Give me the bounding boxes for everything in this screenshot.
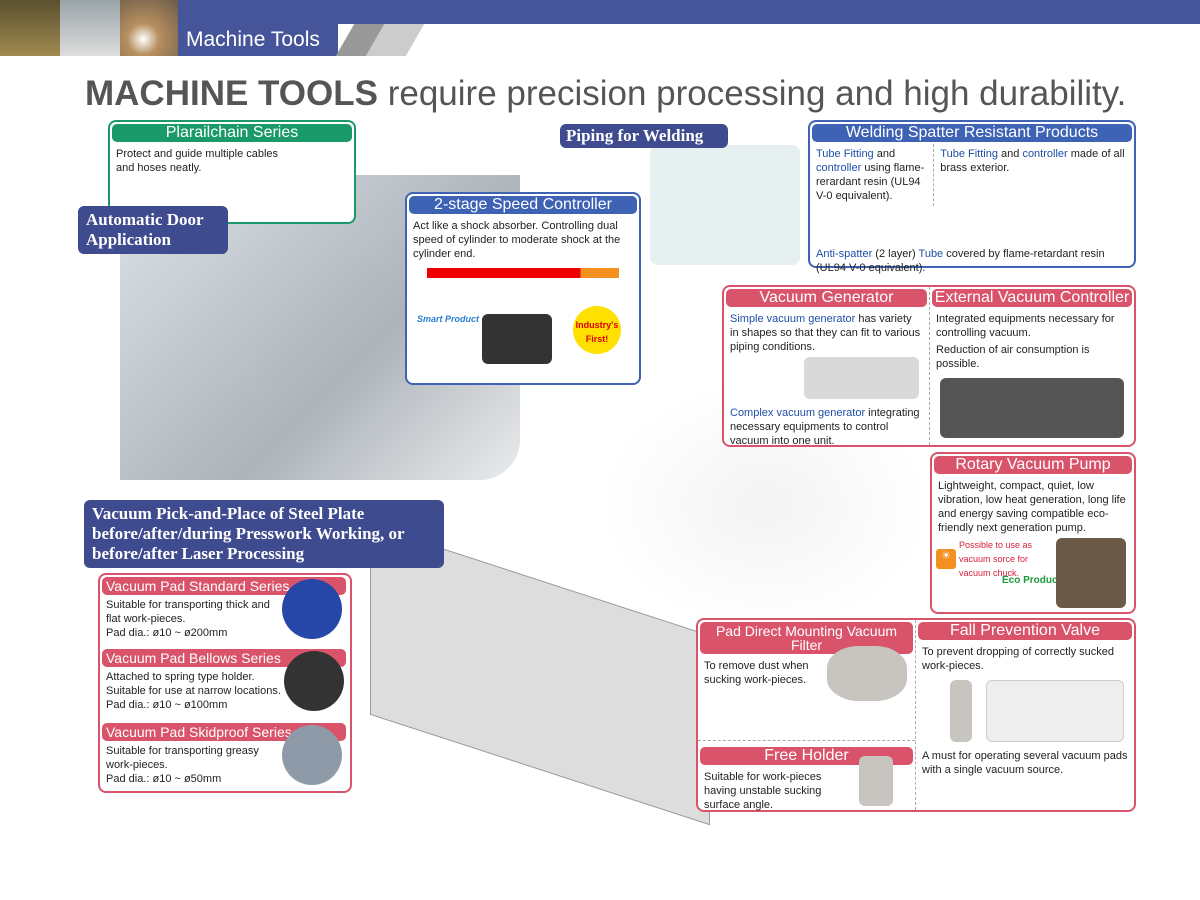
welding-robot-illustration (650, 145, 800, 265)
plarailchain-title: Plarailchain Series (112, 124, 352, 142)
free-holder-photo (859, 756, 893, 806)
fall-valve-title: Fall Prevention Valve (918, 622, 1132, 640)
plarailchain-text: Protect and guide multiple cables and ho… (116, 148, 279, 174)
speed-controller-text: Act like a shock absorber. Controlling d… (413, 220, 621, 260)
speed-controller-title: 2-stage Speed Controller (409, 196, 637, 214)
smart-product-badge: Smart Product (417, 314, 480, 324)
welding-right-text: made of all brass exterior. (940, 148, 1125, 174)
vacuum-generator-title: Vacuum Generator (726, 289, 927, 307)
pad-title: Vacuum Pad Skidproof Series (102, 723, 346, 741)
external-controller-text1: Integrated equipments necessary for cont… (936, 313, 1115, 339)
rotary-pump-title: Rotary Vacuum Pump (934, 456, 1132, 474)
free-holder-text: Suitable for work-pieces having unstable… (704, 771, 822, 811)
vacuum-generator-box: Vacuum Generator Simple vacuum generator… (722, 285, 1136, 447)
rotary-pump-note: Possible to use as vacuum sorce for vacu… (959, 540, 1033, 578)
page-headline: MACHINE TOOLS require precision processi… (85, 74, 1127, 113)
external-controller-title: External Vacuum Controller (932, 289, 1132, 307)
plarailchain-box: Plarailchain Series Protect and guide mu… (108, 120, 356, 224)
pad-item: Vacuum Pad Bellows Series Attached to sp… (100, 649, 350, 721)
vacuum-pick-callout: Vacuum Pick-and-Place of Steel Plate bef… (84, 500, 444, 568)
section-title: Machine Tools (178, 24, 338, 56)
speed-controller-photo (482, 314, 552, 364)
automatic-door-callout: Automatic Door Application (78, 206, 228, 254)
external-controller-photo (940, 378, 1124, 438)
header-photo-1 (0, 0, 60, 56)
welding-tube-text: covered by flame-retardant resin (UL94 V… (816, 248, 1105, 274)
pad-photo (284, 651, 344, 711)
pad-photo (282, 725, 342, 785)
rotary-pump-box: Rotary Vacuum Pump Lightweight, compact,… (930, 452, 1136, 614)
rotary-pump-text: Lightweight, compact, quiet, low vibrati… (938, 480, 1126, 534)
filter-text: To remove dust when sucking work-pieces. (704, 660, 809, 686)
pad-item: Vacuum Pad Standard Series Suitable for … (100, 577, 350, 647)
fall-valve-text2: A must for operating several vacuum pads… (922, 750, 1128, 776)
pad-photo (282, 579, 342, 639)
header-photo-2 (60, 0, 120, 56)
vacuum-pads-box: Vacuum Pad Standard Series Suitable for … (98, 573, 352, 793)
fall-valve-diagram (926, 680, 1124, 742)
cylinder-arrow (427, 268, 619, 278)
fall-valve-text1: To prevent dropping of correctly sucked … (922, 646, 1114, 672)
controller-link: controller (816, 162, 862, 174)
rotary-pump-photo (1056, 538, 1126, 608)
tube-fitting-link: Tube Fitting (816, 148, 874, 160)
vacuum-generator-photo (804, 357, 919, 399)
suction-icon: ☀ (936, 549, 956, 569)
pad-title: Vacuum Pad Standard Series (102, 577, 346, 595)
pad-title: Vacuum Pad Bellows Series (102, 649, 346, 667)
external-controller-text2: Reduction of air consumption is possible… (936, 344, 1090, 370)
welding-title: Welding Spatter Resistant Products (812, 124, 1132, 142)
header-photo-3 (120, 0, 178, 56)
welding-box: Welding Spatter Resistant Products Tube … (808, 120, 1136, 274)
filter-photo (827, 646, 907, 701)
speed-controller-box: 2-stage Speed Controller Act like a shoc… (405, 192, 641, 385)
pad-item: Vacuum Pad Skidproof Series Suitable for… (100, 723, 350, 795)
accessories-box: Pad Direct Mounting Vacuum Filter To rem… (696, 618, 1136, 812)
piping-welding-callout: Piping for Welding (560, 124, 728, 148)
header-bar (0, 0, 1200, 24)
vacuum-generator-simple-text: has variety in shapes so that they can f… (730, 313, 921, 353)
welding-left-text: using flame-rerardant resin (UL94 V-0 eq… (816, 162, 925, 202)
industry-first-badge: Industry's First! (573, 306, 621, 354)
vacuum-generator-complex-text: integrating necessary equipments to cont… (730, 407, 920, 447)
eco-product-badge: Eco Product (1002, 575, 1061, 586)
